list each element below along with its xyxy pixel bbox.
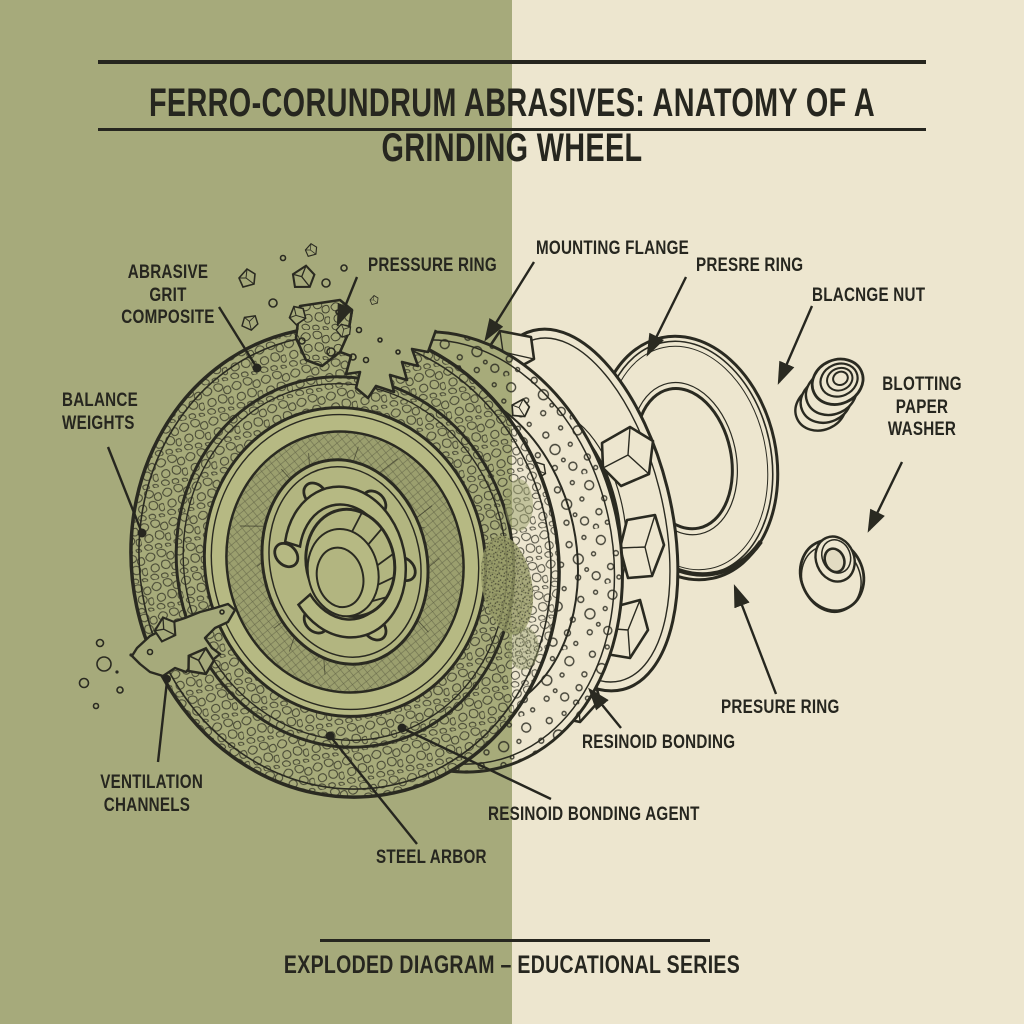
leader-pressure-ring-top — [336, 276, 359, 327]
label-resinoid-bonding: RESINOID BONDING — [582, 731, 736, 753]
label-blotting-paper-washer: BLOTTING PAPER WASHER — [882, 373, 962, 441]
leader-dots — [137, 363, 407, 741]
title-rule-bottom — [98, 128, 926, 131]
wash-spill — [480, 479, 539, 670]
title-rule-top — [98, 60, 926, 64]
leader-balance-weights — [106, 446, 144, 534]
label-presre-ring: PRESRE RING — [696, 254, 804, 276]
label-abrasive-grit-composite: ABRASIVE GRIT COMPOSITE — [121, 261, 215, 329]
leader-lines — [106, 261, 904, 845]
leader-blotting-washer — [867, 461, 904, 533]
leader-steel-arbor — [329, 735, 418, 845]
blacnge-nut-part — [794, 357, 865, 432]
leader-blacnge-nut — [777, 305, 814, 385]
label-pressure-ring-top: PRESSURE RING — [368, 254, 497, 276]
footer-caption: EXPLODED DIAGRAM – EDUCATIONAL SERIES — [283, 951, 741, 979]
label-ventilation-channels: VENTILATION CHANNELS — [100, 771, 204, 816]
label-presure-ring-bottom: PRESURE RING — [721, 696, 840, 718]
leader-presure-ring-bottom — [733, 584, 778, 695]
leader-presre-ring — [646, 276, 688, 357]
leader-mounting-flange — [484, 261, 536, 342]
label-blacnge-nut: BLACNGE NUT — [812, 284, 926, 306]
leader-ventilation — [156, 680, 169, 763]
page-title: FERRO-CORUNDRUM ABRASIVES: ANATOMY OF A … — [148, 81, 876, 170]
leader-abrasive-grit — [217, 306, 259, 369]
footer-rule — [320, 939, 710, 942]
blotting-paper-washer-part — [798, 535, 866, 614]
label-resinoid-bonding-agent: RESINOID BONDING AGENT — [488, 803, 700, 825]
label-mounting-flange: MOUNTING FLANGE — [536, 237, 690, 259]
label-steel-arbor: STEEL ARBOR — [376, 846, 487, 868]
leader-resinoid-bonding — [588, 687, 622, 729]
leader-resinoid-bonding-agent — [401, 726, 552, 801]
label-balance-weights: BALANCE WEIGHTS — [62, 389, 139, 434]
